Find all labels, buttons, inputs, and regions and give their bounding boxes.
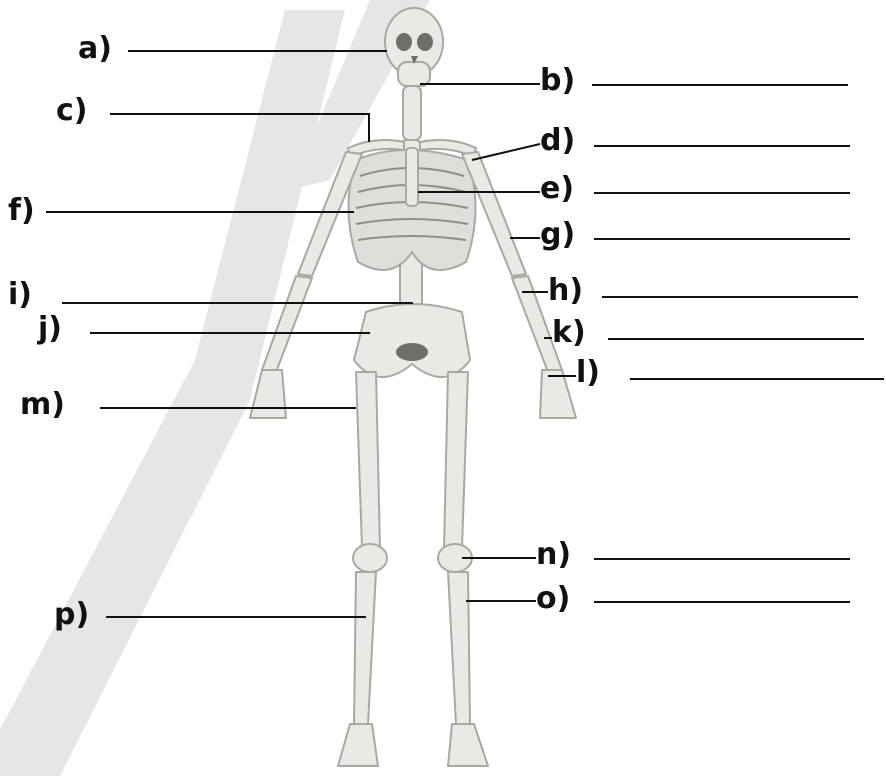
label-a: a) (78, 34, 112, 64)
label-m: m) (20, 390, 65, 420)
femur-right (444, 372, 468, 548)
label-f: f) (8, 196, 35, 226)
label-b: b) (540, 66, 575, 96)
label-h: h) (548, 276, 583, 306)
tibia-left (354, 572, 376, 724)
foot-left (338, 724, 378, 766)
answer-line-e[interactable] (594, 192, 850, 194)
label-j: j) (38, 314, 62, 344)
answer-line-o[interactable] (594, 601, 850, 603)
label-k: k) (552, 318, 586, 348)
answer-line-l[interactable] (630, 378, 884, 380)
pelvis (354, 304, 470, 377)
label-i: i) (8, 280, 32, 310)
patella-left (353, 544, 387, 572)
label-p: p) (54, 600, 89, 630)
mandible (398, 62, 430, 86)
label-l: l) (576, 358, 600, 388)
foot-right (448, 724, 488, 766)
answer-line-h[interactable] (602, 296, 858, 298)
answer-line-k[interactable] (608, 338, 864, 340)
label-o: o) (536, 584, 570, 614)
answer-line-d[interactable] (594, 145, 850, 147)
label-n: n) (536, 540, 571, 570)
hand-right (540, 370, 576, 418)
cervical-spine (403, 86, 421, 140)
femur-left (356, 372, 380, 548)
answer-line-n[interactable] (594, 558, 850, 560)
label-d: d) (540, 126, 575, 156)
answer-line-b[interactable] (592, 84, 848, 86)
tibia-right (448, 572, 470, 724)
sternum (406, 148, 418, 206)
label-g: g) (540, 220, 575, 250)
label-e: e) (540, 174, 574, 204)
label-c: c) (56, 96, 88, 126)
answer-line-g[interactable] (594, 238, 850, 240)
